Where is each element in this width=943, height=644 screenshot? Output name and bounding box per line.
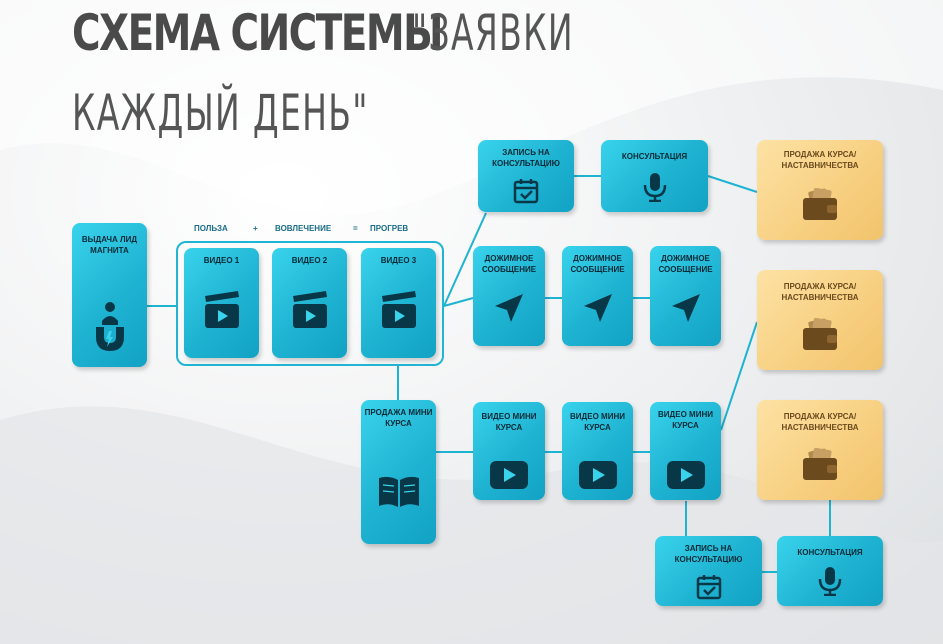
header-equals: = <box>353 224 358 233</box>
followup-box-2: ДОЖИМНОЕ СООБЩЕНИЕ <box>562 246 633 346</box>
booking-box-top: ЗАПИСЬ НА КОНСУЛЬТАЦИЮ <box>478 140 574 212</box>
wallet-icon <box>803 318 837 350</box>
calendar-check-icon <box>696 575 721 600</box>
mini-video-label-1: ВИДЕО МИНИ КУРСА <box>481 412 537 432</box>
consult-box-top: КОНСУЛЬТАЦИЯ <box>601 140 708 212</box>
mini-video-box-2: ВИДЕО МИНИ КУРСА <box>562 402 633 500</box>
title-thin: "ЗАЯВКИ <box>412 4 574 62</box>
video-box-2: ВИДЕО 2 <box>272 248 347 358</box>
mini-video-box-3: ВИДЕО МИНИ КУРСА <box>650 402 721 500</box>
video-label-1: ВИДЕО 1 <box>203 256 240 265</box>
clapperboard-icon <box>292 291 327 328</box>
send-icon <box>583 294 612 322</box>
video-group-frame <box>176 241 444 366</box>
book-icon <box>378 476 419 507</box>
play-icon <box>578 461 617 489</box>
magnet-person-icon <box>95 302 124 351</box>
header-warmup: ПРОГРЕВ <box>370 224 409 233</box>
title-line2: КАЖДЫЙ ДЕНЬ" <box>72 84 369 142</box>
send-icon <box>495 294 523 322</box>
header-benefit: ПОЛЬЗА <box>194 224 228 233</box>
header-engagement: ВОВЛЕЧЕНИЕ <box>275 224 332 233</box>
lead-magnet-box: ВЫДАЧА ЛИД МАГНИТА <box>72 223 147 367</box>
mini-video-label-3: ВИДЕО МИНИ КУРСА <box>658 410 713 430</box>
play-icon <box>666 461 705 489</box>
video-box-1: ВИДЕО 1 <box>184 248 259 358</box>
microphone-icon <box>643 173 666 202</box>
booking-box-bottom: ЗАПИСЬ НА КОНСУЛЬТАЦИЮ <box>655 536 762 606</box>
consult-label-top: КОНСУЛЬТАЦИЯ <box>621 152 688 161</box>
video-label-3: ВИДЕО 3 <box>380 256 417 265</box>
play-icon <box>490 461 528 489</box>
lead-magnet-label: ВЫДАЧА ЛИД МАГНИТА <box>81 235 138 255</box>
sale-label-mid: ПРОДАЖА КУРСА/ НАСТАВНИЧЕСТВА <box>781 282 859 302</box>
video-box-3: ВИДЕО 3 <box>361 248 436 358</box>
consult-label-bottom: КОНСУЛЬТАЦИЯ <box>797 548 863 557</box>
followup-box-1: ДОЖИМНОЕ СООБЩЕНИЕ <box>473 246 545 346</box>
sale-box-low: ПРОДАЖА КУРСА/ НАСТАВНИЧЕСТВА <box>757 400 883 500</box>
title-bold: СХЕМА СИСТЕМЫ <box>72 4 444 62</box>
microphone-icon <box>818 567 842 596</box>
booking-label-top: ЗАПИСЬ НА КОНСУЛЬТАЦИЮ <box>492 148 560 168</box>
wallet-icon <box>803 448 837 480</box>
consult-box-bottom: КОНСУЛЬТАЦИЯ <box>777 536 883 606</box>
page-title: СХЕМА СИСТЕМЫ "ЗАЯВКИ КАЖДЫЙ ДЕНЬ" <box>72 4 573 138</box>
send-icon <box>671 294 700 322</box>
video-label-2: ВИДЕО 2 <box>291 256 328 265</box>
wallet-icon <box>803 188 837 220</box>
followup-label-1: ДОЖИМНОЕ СООБЩЕНИЕ <box>481 254 537 274</box>
followup-label-3: ДОЖИМНОЕ СООБЩЕНИЕ <box>658 254 713 274</box>
sale-label-top: ПРОДАЖА КУРСА/ НАСТАВНИЧЕСТВА <box>781 150 859 170</box>
followup-box-3: ДОЖИМНОЕ СООБЩЕНИЕ <box>650 246 721 346</box>
mini-sale-box: ПРОДАЖА МИНИ КУРСА <box>361 400 436 544</box>
calendar-check-icon <box>513 179 539 204</box>
sale-box-mid: ПРОДАЖА КУРСА/ НАСТАВНИЧЕСТВА <box>757 270 883 370</box>
sale-label-low: ПРОДАЖА КУРСА/ НАСТАВНИЧЕСТВА <box>781 412 859 432</box>
sale-box-top: ПРОДАЖА КУРСА/ НАСТАВНИЧЕСТВА <box>757 140 883 240</box>
mini-video-box-1: ВИДЕО МИНИ КУРСА <box>473 402 545 500</box>
header-plus: + <box>253 224 258 233</box>
clapperboard-icon <box>381 291 416 328</box>
mini-video-label-2: ВИДЕО МИНИ КУРСА <box>570 412 625 432</box>
followup-label-2: ДОЖИМНОЕ СООБЩЕНИЕ <box>570 254 625 274</box>
booking-label-bottom: ЗАПИСЬ НА КОНСУЛЬТАЦИЮ <box>674 544 743 564</box>
mini-sale-label: ПРОДАЖА МИНИ КУРСА <box>364 408 433 428</box>
clapperboard-icon <box>204 291 239 328</box>
